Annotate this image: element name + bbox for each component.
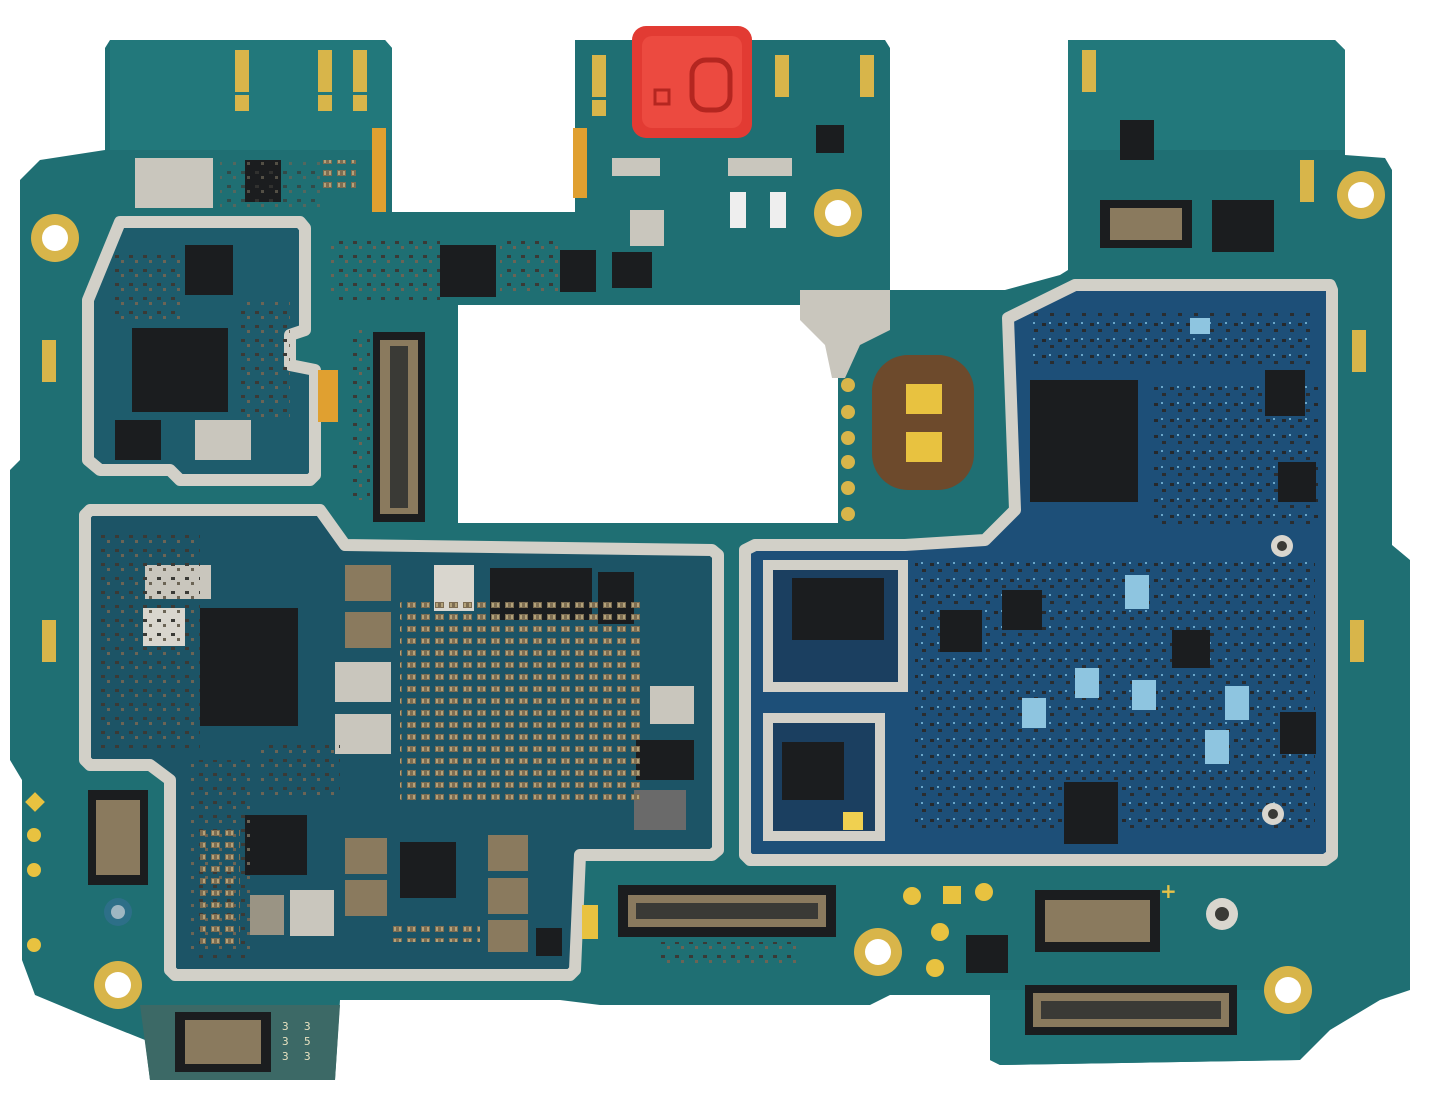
svg-text:3: 3	[304, 1020, 311, 1033]
mounting-hole	[854, 928, 902, 976]
red-side-button	[632, 26, 752, 138]
board-to-board-connector	[1025, 985, 1237, 1035]
mounting-hole	[31, 214, 79, 262]
board-to-board-connector	[373, 332, 425, 522]
svg-text:3: 3	[304, 1050, 311, 1063]
svg-text:3: 3	[282, 1035, 289, 1048]
svg-text:5: 5	[304, 1035, 311, 1048]
mounting-hole	[814, 189, 862, 237]
svg-text:3: 3	[282, 1020, 289, 1033]
mounting-hole	[1264, 966, 1312, 1014]
board-to-board-connector	[88, 790, 148, 885]
polarity-mark: +	[1160, 879, 1177, 903]
board-to-board-connector	[1035, 890, 1160, 952]
svg-text:3: 3	[282, 1050, 289, 1063]
mounting-hole	[94, 961, 142, 1009]
board-cutout	[458, 305, 838, 523]
board-to-board-connector	[175, 1012, 271, 1072]
mounting-hole	[1337, 171, 1385, 219]
coax-antenna-connector	[1206, 535, 1293, 930]
board-to-board-connector	[618, 885, 836, 937]
